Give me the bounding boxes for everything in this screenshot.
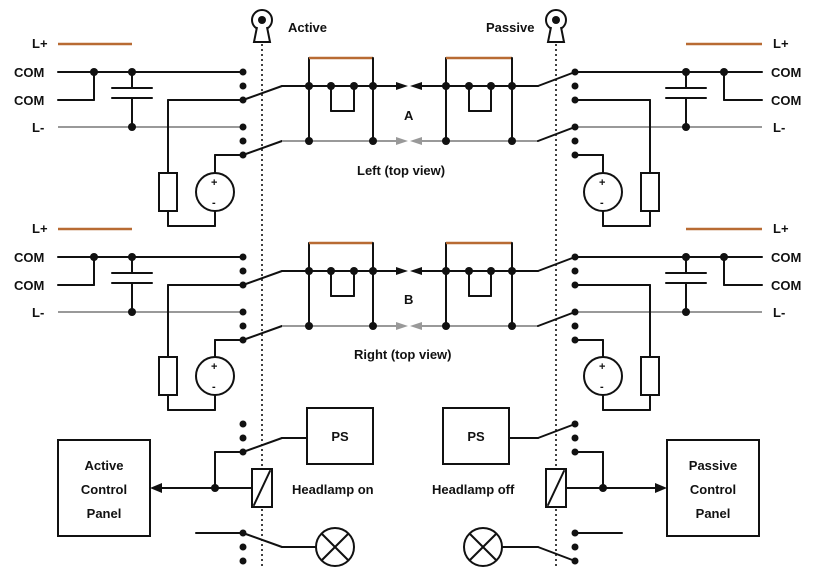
svg-text:-: - bbox=[212, 381, 216, 393]
active-control-section: Active Control Panel PS Headlamp on bbox=[57, 407, 374, 567]
right-bus-top: L+ COM COM L- + - bbox=[537, 36, 801, 227]
node-a-label: A bbox=[404, 108, 414, 123]
svg-text:+: + bbox=[211, 177, 217, 189]
svg-text:Control: Control bbox=[690, 482, 736, 497]
active-ps-box bbox=[306, 407, 374, 465]
svg-text:PS: PS bbox=[467, 429, 485, 444]
svg-text:L+: L+ bbox=[773, 36, 789, 51]
left-bus-middle: L+ COM COM L- + - bbox=[14, 221, 283, 411]
svg-text:L+: L+ bbox=[32, 221, 48, 236]
svg-text:Control: Control bbox=[81, 482, 127, 497]
headlamp-on-label: Headlamp on bbox=[292, 482, 374, 497]
svg-text:COM: COM bbox=[771, 278, 801, 293]
svg-text:COM: COM bbox=[771, 250, 801, 265]
right-bus-middle: L+ COM COM L- + - bbox=[537, 221, 801, 411]
active-headlamp-icon bbox=[315, 527, 355, 567]
right-relay-block bbox=[410, 56, 539, 145]
left-relay-block-middle bbox=[281, 241, 408, 330]
svg-text:L-: L- bbox=[773, 120, 785, 135]
left-bus-top: L+ COM COM L- + - bbox=[14, 36, 283, 227]
svg-text:Passive: Passive bbox=[689, 458, 737, 473]
label-l-plus: L+ bbox=[32, 36, 48, 51]
svg-text:-: - bbox=[212, 197, 216, 209]
svg-text:Active: Active bbox=[84, 458, 123, 473]
svg-text:L-: L- bbox=[32, 305, 44, 320]
passive-control-panel-box bbox=[666, 439, 760, 537]
headlamp-off-label: Headlamp off bbox=[432, 482, 515, 497]
node-b-label: B bbox=[404, 292, 413, 307]
svg-text:Panel: Panel bbox=[87, 506, 122, 521]
svg-text:COM: COM bbox=[771, 65, 801, 80]
arrow-to-passive-panel-icon bbox=[655, 483, 667, 493]
svg-text:-: - bbox=[600, 381, 604, 393]
passive-headlamp-icon bbox=[463, 527, 503, 567]
svg-text:+: + bbox=[599, 361, 605, 373]
svg-text:Panel: Panel bbox=[696, 506, 731, 521]
passive-control-section: Passive Control Panel PS Headlamp off bbox=[432, 407, 760, 567]
svg-text:L-: L- bbox=[773, 305, 785, 320]
svg-text:+: + bbox=[599, 177, 605, 189]
right-view-caption: Right (top view) bbox=[354, 347, 452, 362]
svg-text:L+: L+ bbox=[773, 221, 789, 236]
svg-text:PS: PS bbox=[331, 429, 349, 444]
left-view-caption: Left (top view) bbox=[357, 163, 445, 178]
label-l-minus: L- bbox=[32, 120, 44, 135]
svg-text:-: - bbox=[600, 197, 604, 209]
arrow-to-active-panel-icon bbox=[150, 483, 162, 493]
active-control-panel-box bbox=[57, 439, 151, 537]
passive-lock-icon bbox=[545, 9, 567, 43]
passive-title: Passive bbox=[486, 20, 534, 35]
left-relay-block bbox=[281, 56, 408, 145]
svg-text:COM: COM bbox=[771, 93, 801, 108]
passive-ps-box bbox=[442, 407, 510, 465]
label-com: COM bbox=[14, 65, 44, 80]
svg-text:COM: COM bbox=[14, 250, 44, 265]
active-lock-icon bbox=[251, 9, 273, 43]
active-title: Active bbox=[288, 20, 327, 35]
svg-text:COM: COM bbox=[14, 278, 44, 293]
right-relay-block-middle bbox=[410, 241, 539, 330]
svg-text:+: + bbox=[211, 361, 217, 373]
label-com: COM bbox=[14, 93, 44, 108]
